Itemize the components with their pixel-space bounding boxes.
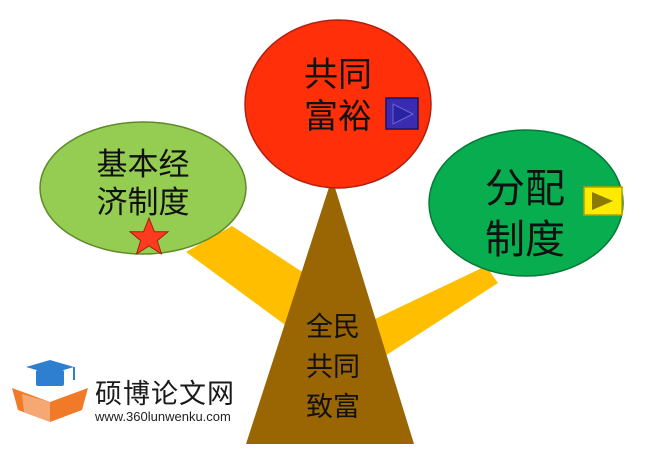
- right-bubble: [428, 129, 624, 277]
- trunk-label-line3: 致富: [306, 392, 360, 423]
- top-label-line1: 共同: [304, 55, 372, 95]
- top-label-line2: 富裕: [304, 97, 372, 137]
- right-label-line1: 分配: [485, 166, 565, 212]
- watermark-site-name: 硕博论文网: [95, 379, 235, 410]
- play-arrow-icon-blue[interactable]: [385, 97, 419, 130]
- left-branch: [186, 226, 307, 330]
- right-label-line2: 制度: [485, 217, 565, 263]
- left-label-line1: 基本经: [97, 147, 190, 183]
- graduation-cap-logo-icon: [12, 360, 88, 422]
- left-bubble: [39, 121, 247, 255]
- play-arrow-icon-yellow[interactable]: [583, 186, 623, 216]
- left-label-line2: 济制度: [97, 185, 190, 221]
- star-icon: [128, 216, 170, 256]
- right-branch: [352, 266, 498, 372]
- watermark-url: www.360lunwenku.com: [95, 409, 231, 424]
- trunk-label-line2: 共同: [306, 352, 360, 383]
- trunk: [246, 178, 414, 444]
- top-bubble: [244, 19, 432, 189]
- trunk-label-line1: 全民: [306, 312, 360, 343]
